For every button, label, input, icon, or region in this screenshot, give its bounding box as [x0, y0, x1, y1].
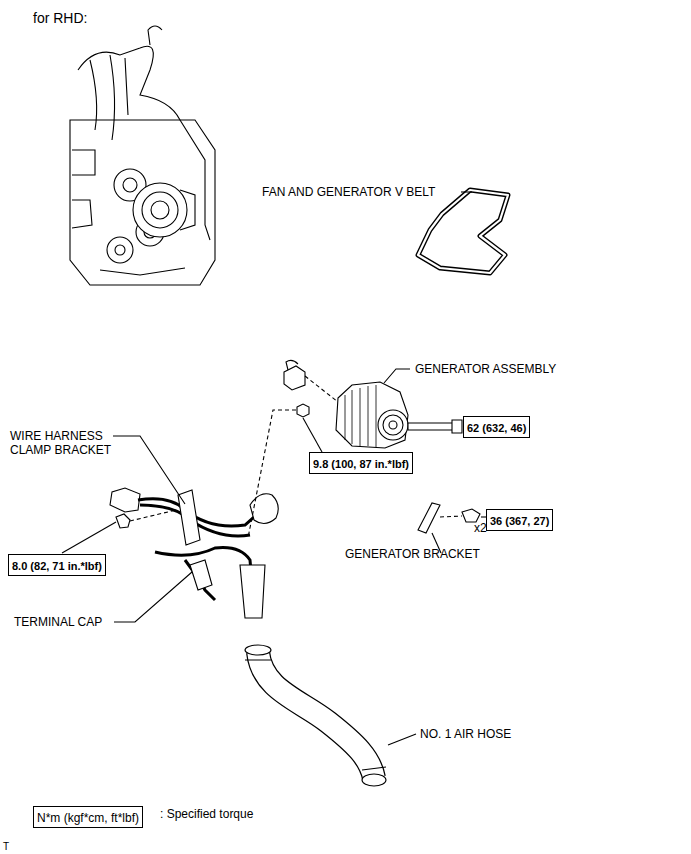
torque-value: 62 (632, 46) — [467, 422, 526, 434]
page-heading: for RHD: — [33, 10, 87, 27]
part-name: TERMINAL CAP — [14, 615, 102, 629]
part-name: NO. 1 AIR HOSE — [420, 727, 511, 741]
quantity-note: x2 — [474, 521, 487, 535]
part-name: WIRE HARNESS CLAMP BRACKET — [10, 429, 128, 457]
torque-box: 62 (632, 46) — [463, 416, 530, 438]
unit-text: N*m (kgf*cm, ft*lbf) — [37, 811, 139, 825]
torque-value: 36 (367, 27) — [490, 515, 549, 527]
part-name: FAN AND GENERATOR V BELT — [262, 185, 435, 199]
part-name: GENERATOR ASSEMBLY — [415, 362, 556, 376]
torque-box: 36 (367, 27) — [486, 509, 553, 531]
part-name: GENERATOR BRACKET — [345, 547, 480, 561]
legend-note: : Specified torque — [160, 807, 253, 821]
torque-value: 8.0 (82, 71 in.*lbf) — [12, 560, 102, 572]
torque-box: 9.8 (100, 87 in.*lbf) — [309, 452, 413, 474]
torque-box: 8.0 (82, 71 in.*lbf) — [8, 554, 106, 576]
unit-key-box: N*m (kgf*cm, ft*lbf) — [33, 806, 143, 828]
page-mark: T — [3, 840, 9, 853]
torque-value: 9.8 (100, 87 in.*lbf) — [313, 458, 409, 470]
